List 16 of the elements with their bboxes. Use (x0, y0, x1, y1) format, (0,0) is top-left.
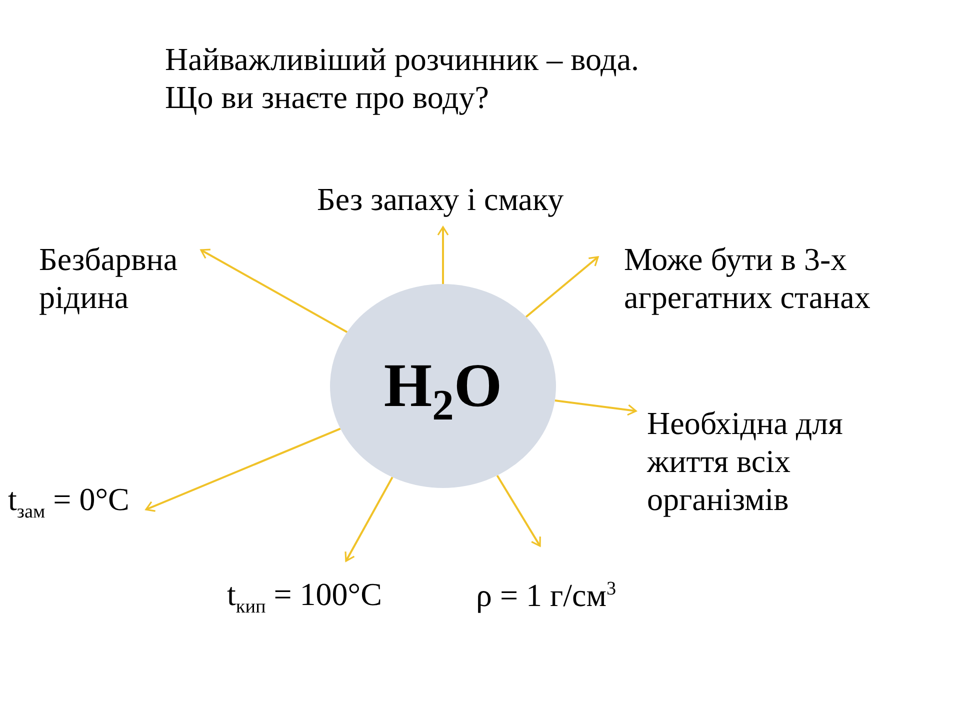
formula-text: H$_{2}$O (384, 355, 502, 417)
property-text: ρ = 1 г/см$^{3}$ (476, 576, 616, 614)
arrow (554, 400, 637, 416)
property-text: Безбарвна рідина (39, 240, 179, 316)
property-text: t$_{кип}$ = 100°C (227, 575, 382, 613)
arrow (496, 474, 541, 547)
arrow (344, 476, 394, 562)
property-text: t$_{зам}$ = 0°C (8, 480, 130, 518)
arrow (200, 248, 348, 333)
property-text: Може бути в 3-х агрегатних станах (624, 240, 872, 316)
arrow (525, 256, 599, 318)
arrow (145, 428, 341, 512)
property-text: Необхідна для життя всіх організмів (647, 404, 844, 518)
property-text: Без запаху і смаку (317, 180, 564, 218)
slide-title: Найважливіший розчинник – вода. Що ви знаєте про воду? (165, 40, 640, 116)
arrow (437, 226, 449, 284)
